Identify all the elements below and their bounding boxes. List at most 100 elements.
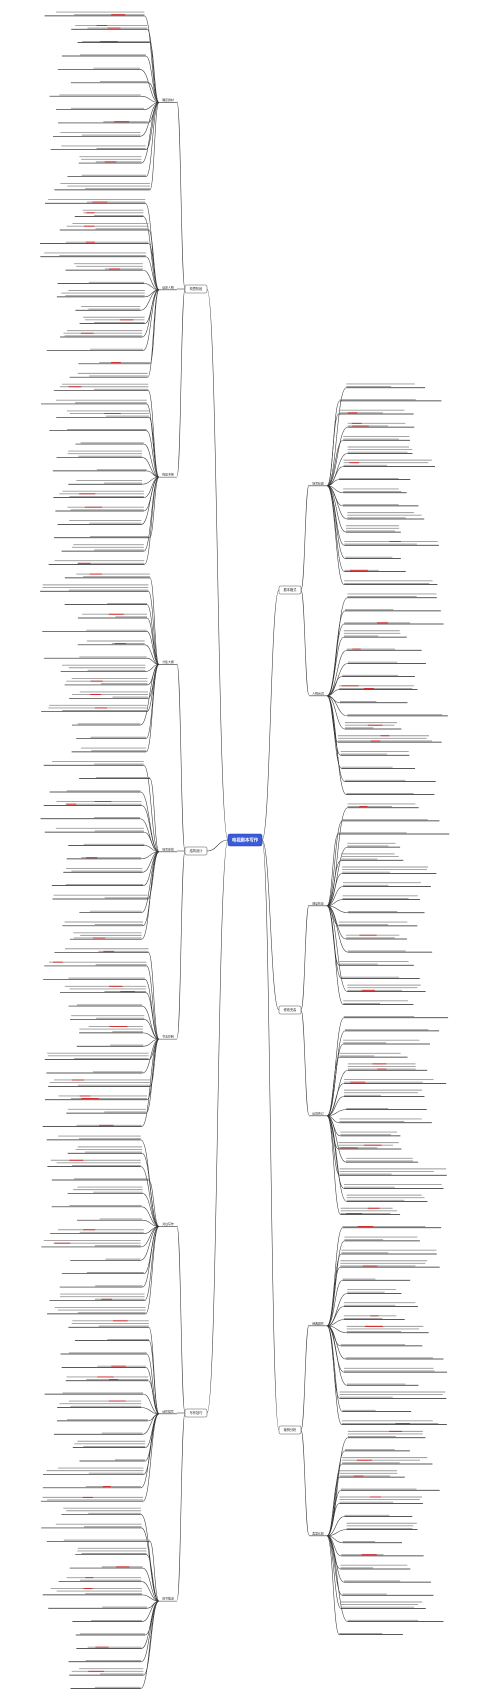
leaf-note <box>61 1365 146 1368</box>
leaf-note <box>44 11 145 17</box>
root-connector <box>206 839 229 852</box>
leaf-note <box>70 1015 145 1020</box>
leaf-note <box>343 1000 414 1005</box>
leaf-connector <box>146 430 160 478</box>
leaf-note <box>338 1142 402 1150</box>
leaf-note <box>77 613 148 619</box>
leaf-connector <box>147 289 160 378</box>
main-topic[interactable]: 写作技巧 <box>184 1408 208 1418</box>
leaf-note <box>339 1496 423 1504</box>
leaf-note <box>49 790 141 793</box>
sub-topic-label: 节奏控制 <box>162 1034 174 1039</box>
main-topic[interactable]: 构思阶段 <box>184 284 208 294</box>
leaf-note <box>339 1118 432 1124</box>
leaf-note <box>341 1554 424 1557</box>
sub-topic[interactable]: 设定人物 <box>159 284 177 291</box>
leaf-note <box>344 779 436 782</box>
main-topic[interactable]: 剧本格式 <box>278 585 302 595</box>
sub-topic[interactable]: 反馈修订 <box>309 1110 327 1117</box>
leaf-note <box>75 1547 147 1556</box>
leaf-note <box>78 362 150 365</box>
leaf-connector <box>326 1096 345 1117</box>
leaf-note <box>40 241 149 244</box>
leaf-note <box>344 622 444 625</box>
main-topic[interactable]: 结构设计 <box>184 846 208 856</box>
leaf-note <box>44 961 147 967</box>
sub-connector <box>300 1429 310 1536</box>
leaf-note <box>42 1124 142 1127</box>
sub-topic[interactable]: 类型比较 <box>309 1530 327 1537</box>
leaf-note <box>69 932 142 940</box>
leaf-note <box>70 1258 141 1261</box>
leaf-note <box>79 1459 145 1462</box>
leaf-connector <box>145 1226 160 1315</box>
leaf-connector <box>140 664 160 726</box>
leaf-connector <box>326 1516 345 1537</box>
leaf-note <box>49 429 147 432</box>
leaf-note <box>52 894 148 900</box>
leaf-note <box>343 1089 425 1097</box>
sub-topic[interactable]: 经典剧作 <box>309 1320 327 1327</box>
leaf-connector <box>326 833 339 907</box>
sub-connector <box>176 663 186 852</box>
leaf-note <box>341 853 404 861</box>
leaf-note <box>339 477 411 480</box>
leaf-note <box>79 316 145 325</box>
sub-topic[interactable]: 节奏控制 <box>159 1034 177 1040</box>
leaf-connector <box>326 905 348 992</box>
leaf-connector <box>326 413 339 487</box>
leaf-note <box>343 1016 449 1019</box>
leaf-connector <box>326 387 347 487</box>
sub-topic[interactable]: 情节推进 <box>159 1596 177 1602</box>
leaf-note <box>77 41 150 44</box>
leaf-connector <box>326 859 342 907</box>
leaf-note <box>63 868 143 873</box>
leaf-note <box>65 263 143 271</box>
sub-topic[interactable]: 确定题材 <box>159 97 177 103</box>
leaf-note <box>48 560 145 565</box>
root-connector <box>261 839 280 1011</box>
leaf-note <box>347 950 433 953</box>
main-topic-label: 构思阶段 <box>190 286 204 291</box>
leaf-connector <box>149 102 160 191</box>
sub-topic[interactable]: 动作描写 <box>159 1408 177 1415</box>
main-topic-box <box>184 1408 208 1418</box>
leaf-note <box>68 479 143 485</box>
leaf-note <box>49 94 141 97</box>
sub-topic[interactable]: 场景安排 <box>159 846 177 853</box>
leaf-note <box>40 252 146 258</box>
sub-topic[interactable]: 通读检查 <box>309 900 327 907</box>
leaf-connector <box>326 1083 345 1117</box>
leaf-note <box>60 664 146 672</box>
sub-topic[interactable]: 对白写作 <box>159 1221 177 1227</box>
leaf-connector <box>143 1600 160 1676</box>
leaf-note <box>340 1488 440 1491</box>
leaf-note <box>40 817 141 820</box>
sub-topic[interactable]: 分集大纲 <box>159 659 177 665</box>
main-topic-box <box>278 585 302 595</box>
root-topic[interactable]: 电视剧本写作 <box>227 833 263 847</box>
leaf-note <box>340 751 410 756</box>
sub-topic[interactable]: 人物台词 <box>309 690 327 697</box>
leaf-connector <box>326 1503 340 1537</box>
main-topic[interactable]: 修改完善 <box>278 1005 302 1015</box>
leaf-note <box>344 569 406 572</box>
leaf-note <box>64 678 148 686</box>
leaf-note <box>70 81 149 84</box>
leaf-connector <box>142 1038 160 1074</box>
leaf-note <box>42 1467 144 1475</box>
leaf-connector <box>146 1554 160 1602</box>
sub-topic[interactable]: 场景标题 <box>309 480 327 487</box>
leaf-note <box>51 884 144 887</box>
leaf-note <box>338 735 442 743</box>
leaf-connector <box>143 283 160 291</box>
leaf-connector <box>326 485 346 559</box>
leaf-note <box>338 409 414 415</box>
leaf-connector <box>326 695 347 795</box>
main-topic[interactable]: 案例分析 <box>278 1425 302 1435</box>
leaf-note <box>346 1522 418 1530</box>
leaf-connector <box>146 631 160 665</box>
leaf-connector <box>144 1226 160 1301</box>
sub-topic[interactable]: 构建冲突 <box>159 472 177 478</box>
leaf-note <box>346 383 426 389</box>
